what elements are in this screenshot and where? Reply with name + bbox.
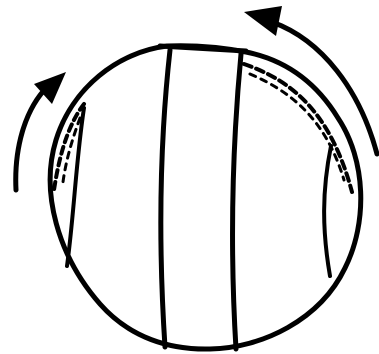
right-dashed-seam [244,64,352,192]
right-dashed-seam-inner [250,74,344,180]
ball-top-seam [160,46,246,51]
right-rotation-arrowhead-icon [244,6,282,36]
center-stripe-right-line [233,54,241,349]
left-rotation-arrow [16,86,48,190]
right-panel-line [324,146,331,276]
ball-outline [50,46,361,349]
center-stripe-left-line [161,50,170,347]
